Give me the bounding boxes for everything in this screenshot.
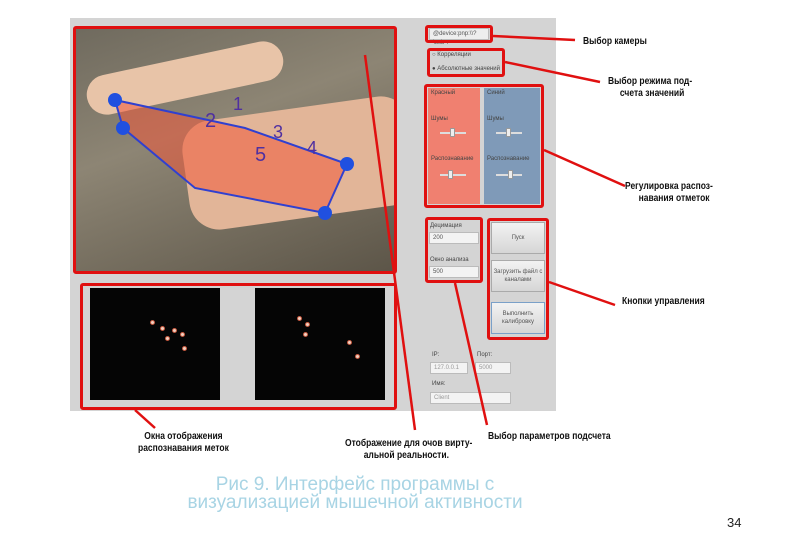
ip-label: IP:	[432, 352, 440, 358]
right-eye-view	[255, 288, 385, 400]
annotation-box-buttons	[487, 218, 549, 340]
annotation-box-video	[73, 26, 397, 274]
blue-group: Синий Шумы Распознавание	[484, 88, 540, 204]
camera-video-view: 1 2 3 4 5	[75, 28, 395, 272]
camera-select-value: @device:pnp:\\?\usb	[433, 31, 477, 46]
annotation-recognition: Регулировка распоз-навания отметок	[625, 181, 713, 204]
mode-radio-correlation[interactable]: ○ Корреляции	[432, 52, 471, 58]
start-button[interactable]: Пуск	[491, 222, 545, 254]
decimation-input[interactable]: 200	[429, 232, 479, 244]
load-channels-button[interactable]: Загрузить файл с каналами	[491, 260, 545, 292]
page-number: 34	[727, 515, 742, 530]
annotation-camera: Выбор камеры	[583, 36, 647, 47]
annotation-params: Выбор параметров подсчета	[488, 431, 611, 442]
marker-number: 2	[205, 110, 217, 132]
decimation-label: Децимация	[430, 223, 462, 229]
window-label: Окно анализа	[430, 257, 469, 263]
ip-input[interactable]: 127.0.0.1	[430, 362, 468, 374]
marker-number: 4	[307, 138, 318, 158]
camera-select[interactable]: @device:pnp:\\?\usb ▾	[429, 28, 489, 46]
left-eye-view	[90, 288, 220, 400]
marker-number: 1	[233, 94, 244, 114]
mode-radio-absolute[interactable]: ● Абсолютные значений	[432, 66, 500, 72]
name-input[interactable]: Client	[430, 392, 511, 404]
red-group: Красный Шумы Распознавание	[428, 88, 480, 204]
annotation-box-params	[425, 217, 483, 283]
annotation-box-recognition	[80, 283, 397, 410]
annotation-vr: Отображение для очов вирту-альной реальн…	[345, 438, 473, 461]
port-label: Порт:	[477, 352, 493, 358]
port-input[interactable]: 5000	[475, 362, 511, 374]
calibrate-button[interactable]: Выполнить калибровку	[491, 302, 545, 334]
marker-number: 5	[255, 144, 267, 166]
annotation-box-mode	[427, 48, 505, 77]
annotation-box-sliders	[424, 84, 544, 208]
annotation-mode: Выбор режима под-счета значений	[608, 76, 693, 99]
marker-overlay	[108, 93, 354, 220]
marker-dot	[108, 93, 122, 107]
window-input[interactable]: 500	[429, 266, 479, 278]
name-label: Имя:	[432, 381, 446, 387]
red-recognition-slider[interactable]	[440, 174, 466, 176]
annotation-buttons: Кнопки управления	[622, 296, 705, 307]
annotation-box-camera	[425, 25, 493, 43]
marker-number: 3	[273, 122, 284, 142]
